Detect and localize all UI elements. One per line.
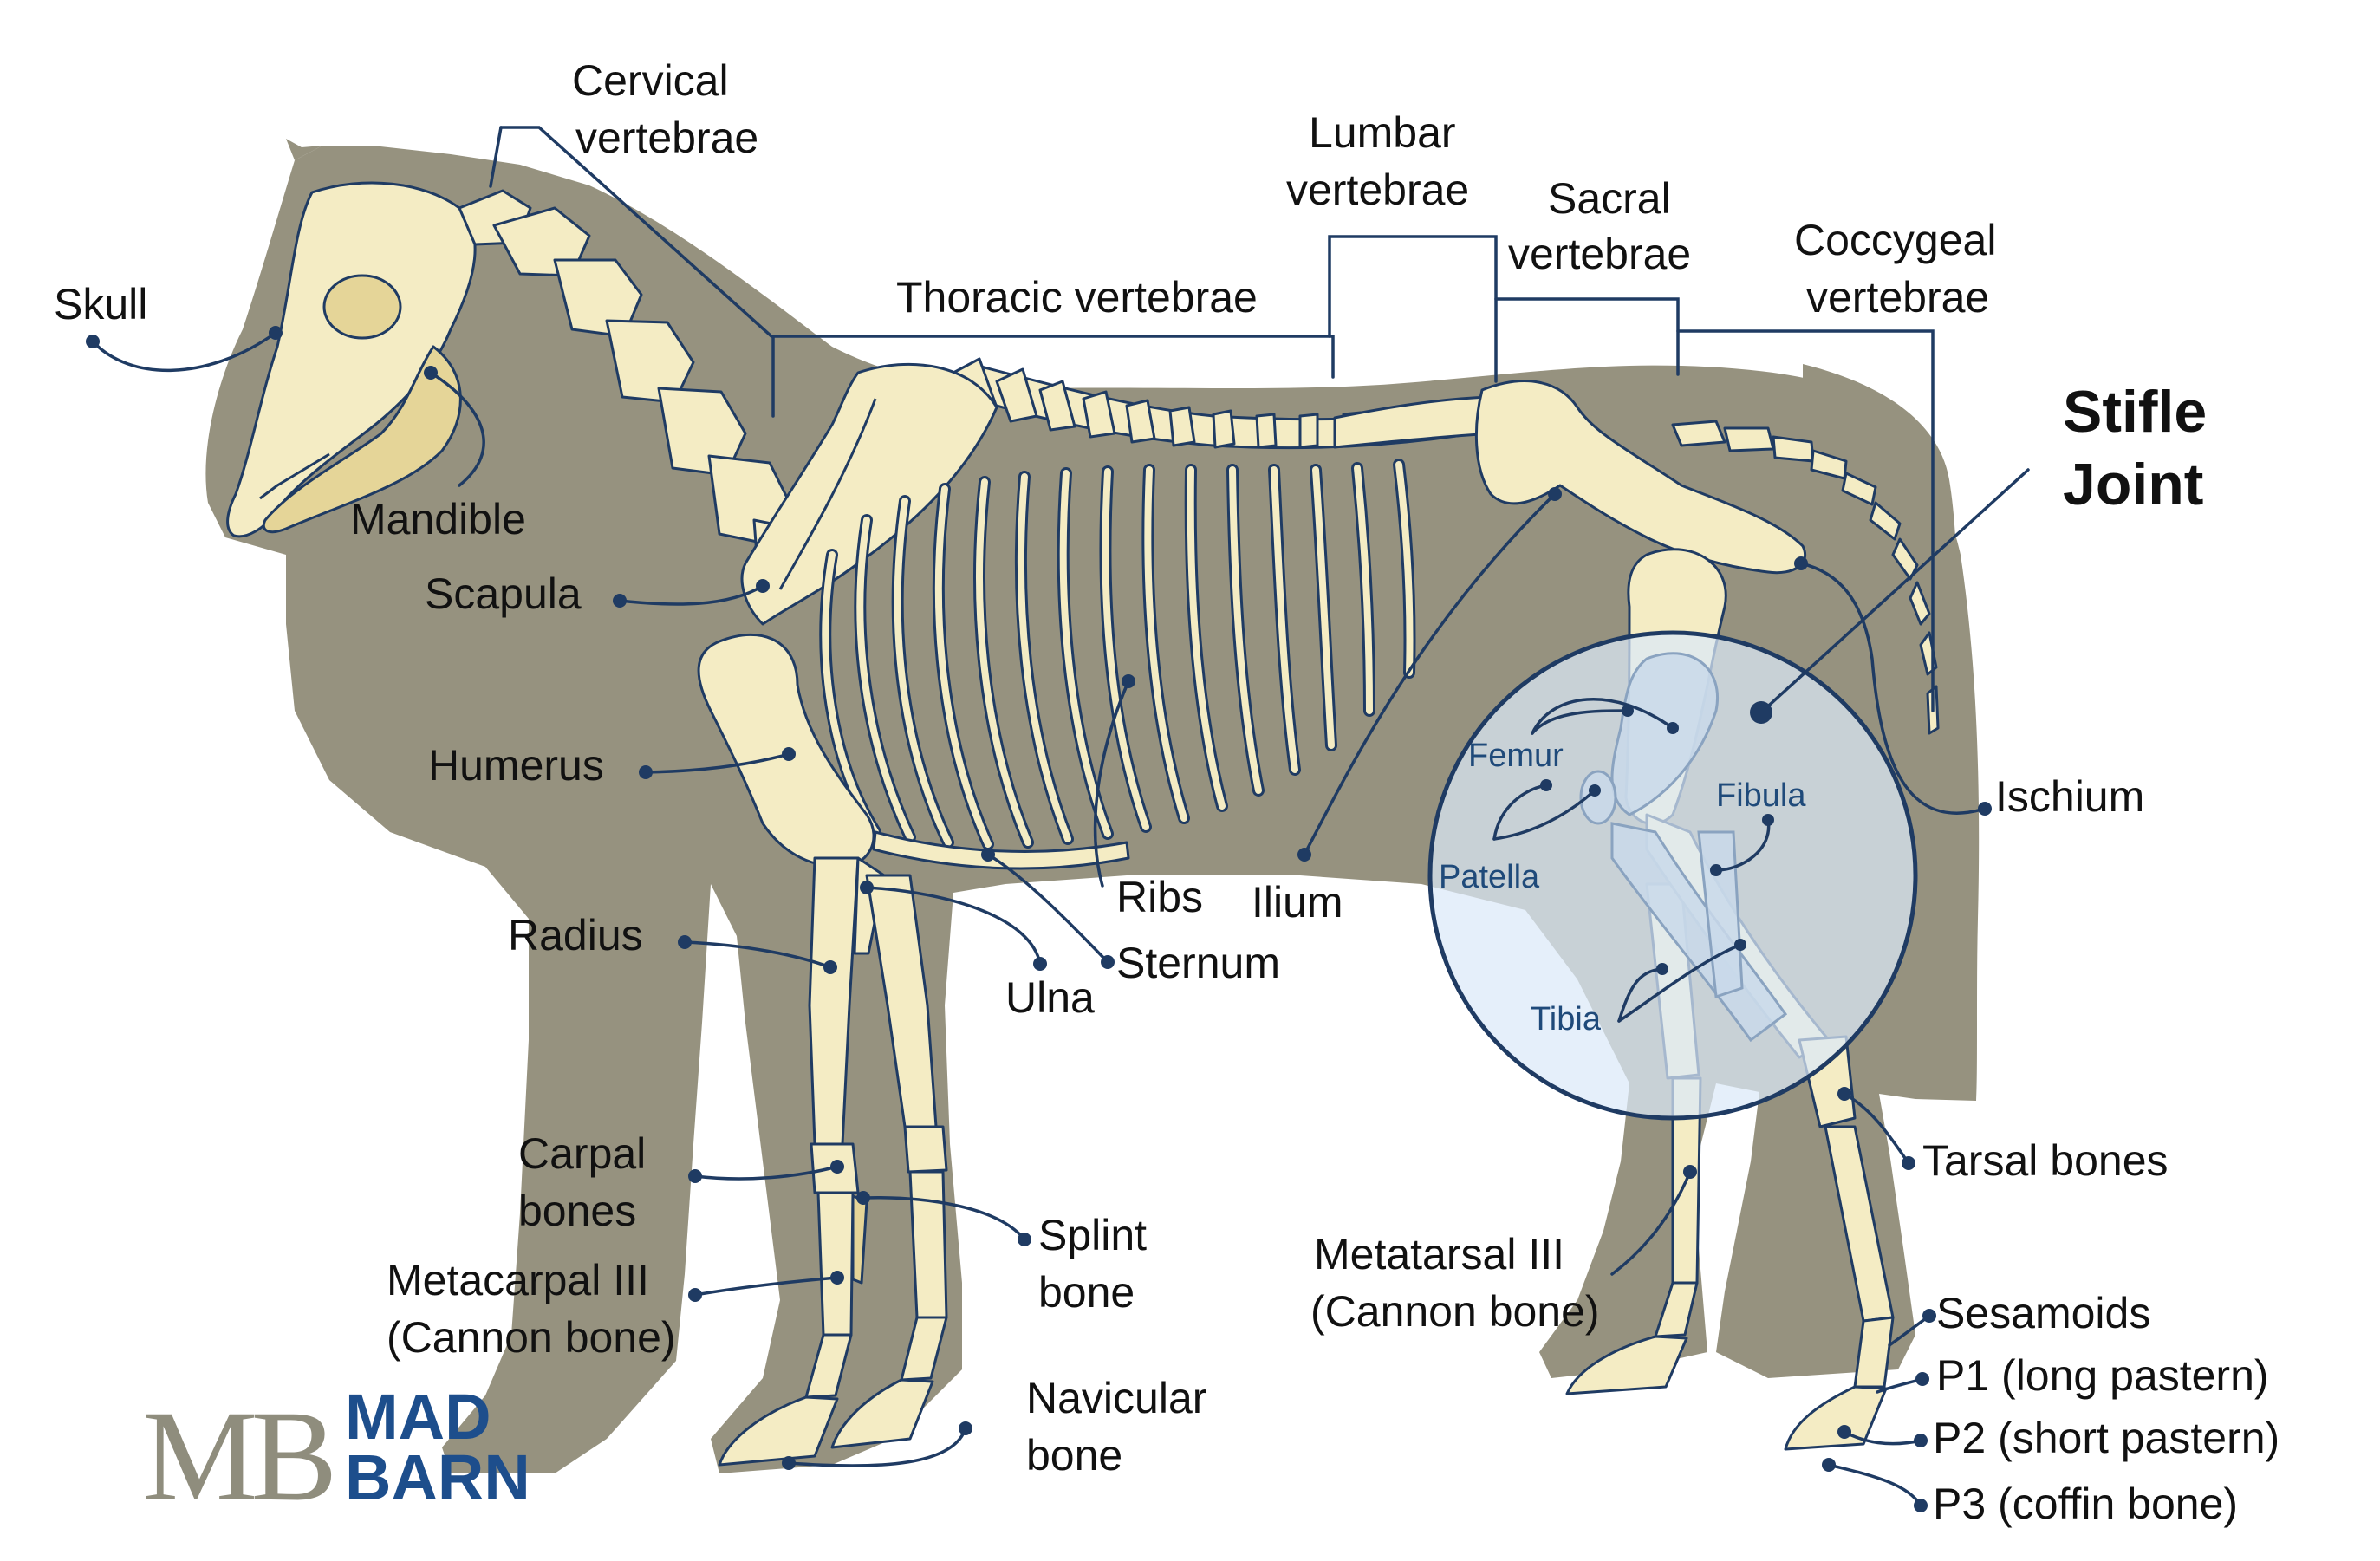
inset-label-femur: Femur xyxy=(1468,738,1564,774)
cervical-c4 xyxy=(605,319,695,404)
stifle-inset-bones xyxy=(1579,652,1788,1043)
coffin-far xyxy=(830,1378,934,1449)
label-ilium: Ilium xyxy=(1252,878,1343,927)
label-mandible: Mandible xyxy=(350,495,526,543)
stifle-pointer-dot xyxy=(1750,701,1772,724)
thoracic-bracket xyxy=(771,335,1335,418)
stifle-title-line2: Joint xyxy=(2063,452,2203,517)
label-p1: P1 (long pastern) xyxy=(1936,1351,2269,1400)
scapula-bone xyxy=(740,362,998,626)
lumbar-bracket xyxy=(1328,235,1498,383)
label-tarsal: Tarsal bones xyxy=(1922,1136,2169,1185)
inset-patella xyxy=(1579,770,1617,825)
stifle-inset xyxy=(1427,630,1918,1121)
label-scapula: Scapula xyxy=(425,569,582,618)
pelvis xyxy=(1474,380,1806,575)
label-lumbar-line1: Lumbar xyxy=(1309,108,1456,157)
label-metacarpal-line1: Metacarpal III xyxy=(387,1256,649,1304)
inset-label-patella: Patella xyxy=(1439,859,1540,895)
stifle-pointer xyxy=(1759,468,2030,714)
label-navicular-line1: Navicular xyxy=(1026,1374,1206,1422)
label-thoracic: Thoracic vertebrae xyxy=(896,273,1258,322)
cervical-c5 xyxy=(657,387,747,477)
label-splint-line1: Splint xyxy=(1038,1211,1147,1259)
labels: Skull Mandible Cervical vertebrae Thorac… xyxy=(54,56,2279,1528)
cervical-c3 xyxy=(553,258,643,338)
label-p2: P2 (short pastern) xyxy=(1933,1414,2279,1462)
carpal-far xyxy=(903,1125,948,1174)
foreleg-near xyxy=(718,856,886,1467)
pastern-near xyxy=(804,1333,853,1399)
label-ischium: Ischium xyxy=(1995,772,2144,821)
cervical-leader xyxy=(489,126,503,188)
inset-label-fibula: Fibula xyxy=(1716,777,1806,814)
label-metatarsal-line2: (Cannon bone) xyxy=(1310,1287,1600,1336)
label-navicular-line2: bone xyxy=(1026,1431,1122,1480)
label-cervical-line2: vertebrae xyxy=(575,114,758,162)
label-lumbar-line2: vertebrae xyxy=(1286,166,1469,214)
skull-dot xyxy=(86,335,100,348)
label-metatarsal-line1: Metatarsal III xyxy=(1314,1230,1564,1278)
leader-dots xyxy=(86,326,1992,1512)
label-humerus: Humerus xyxy=(428,741,604,790)
sternum-bone xyxy=(872,830,1130,870)
label-sacral-line1: Sacral xyxy=(1548,174,1671,223)
label-carpal-line2: bones xyxy=(518,1187,636,1235)
pastern-far xyxy=(900,1316,948,1382)
ribs-fill xyxy=(822,461,1414,848)
label-coccygeal-line2: vertebrae xyxy=(1806,273,1989,322)
cervical-vertebrae xyxy=(458,189,825,602)
coffin-far-hind xyxy=(1565,1335,1688,1395)
label-ulna: Ulna xyxy=(1005,973,1095,1022)
coffin-near xyxy=(718,1395,839,1467)
label-carpal-line1: Carpal xyxy=(518,1129,646,1178)
eye-orbit xyxy=(322,274,402,340)
label-radius: Radius xyxy=(508,911,643,959)
stifle-title-line1: Stifle xyxy=(2063,379,2207,445)
logo-word-mad: MAD xyxy=(345,1381,491,1453)
cannon-near xyxy=(816,1191,855,1337)
coffin-near-hind xyxy=(1784,1385,1888,1451)
pastern-far-hind xyxy=(1654,1281,1699,1338)
label-metacarpal-line2: (Cannon bone) xyxy=(387,1313,676,1362)
label-coccygeal-line1: Coccygeal xyxy=(1794,216,1996,264)
inset-fibula xyxy=(1697,830,1744,999)
scapula-spine xyxy=(778,398,877,590)
ear-silhouette xyxy=(286,139,322,160)
cannon-far xyxy=(908,1170,948,1319)
mad-barn-logo: MB MAD BARN xyxy=(142,1381,530,1528)
leader-lines xyxy=(489,126,2030,714)
logo-monogram: MB xyxy=(142,1384,331,1528)
mandible-bone xyxy=(262,345,462,534)
tail-silhouette xyxy=(1803,364,1958,745)
pastern-near-hind xyxy=(1853,1316,1895,1389)
label-p3: P3 (coffin bone) xyxy=(1933,1480,2238,1528)
label-splint-line2: bone xyxy=(1038,1268,1135,1317)
logo-word-barn: BARN xyxy=(345,1441,530,1513)
label-sternum: Sternum xyxy=(1116,939,1280,987)
coccygeal-bracket xyxy=(1676,329,1935,712)
label-ribs: Ribs xyxy=(1116,873,1203,921)
cervical-leader-2 xyxy=(499,126,773,338)
inset-label-tibia: Tibia xyxy=(1531,1001,1602,1037)
sacral-bracket xyxy=(1494,297,1680,376)
label-sacral-line2: vertebrae xyxy=(1508,230,1691,278)
foreleg-far xyxy=(830,874,948,1449)
label-cervical-line1: Cervical xyxy=(572,56,729,105)
label-sesamoids: Sesamoids xyxy=(1936,1289,2150,1337)
label-skull: Skull xyxy=(54,280,147,328)
teeth xyxy=(259,452,330,500)
